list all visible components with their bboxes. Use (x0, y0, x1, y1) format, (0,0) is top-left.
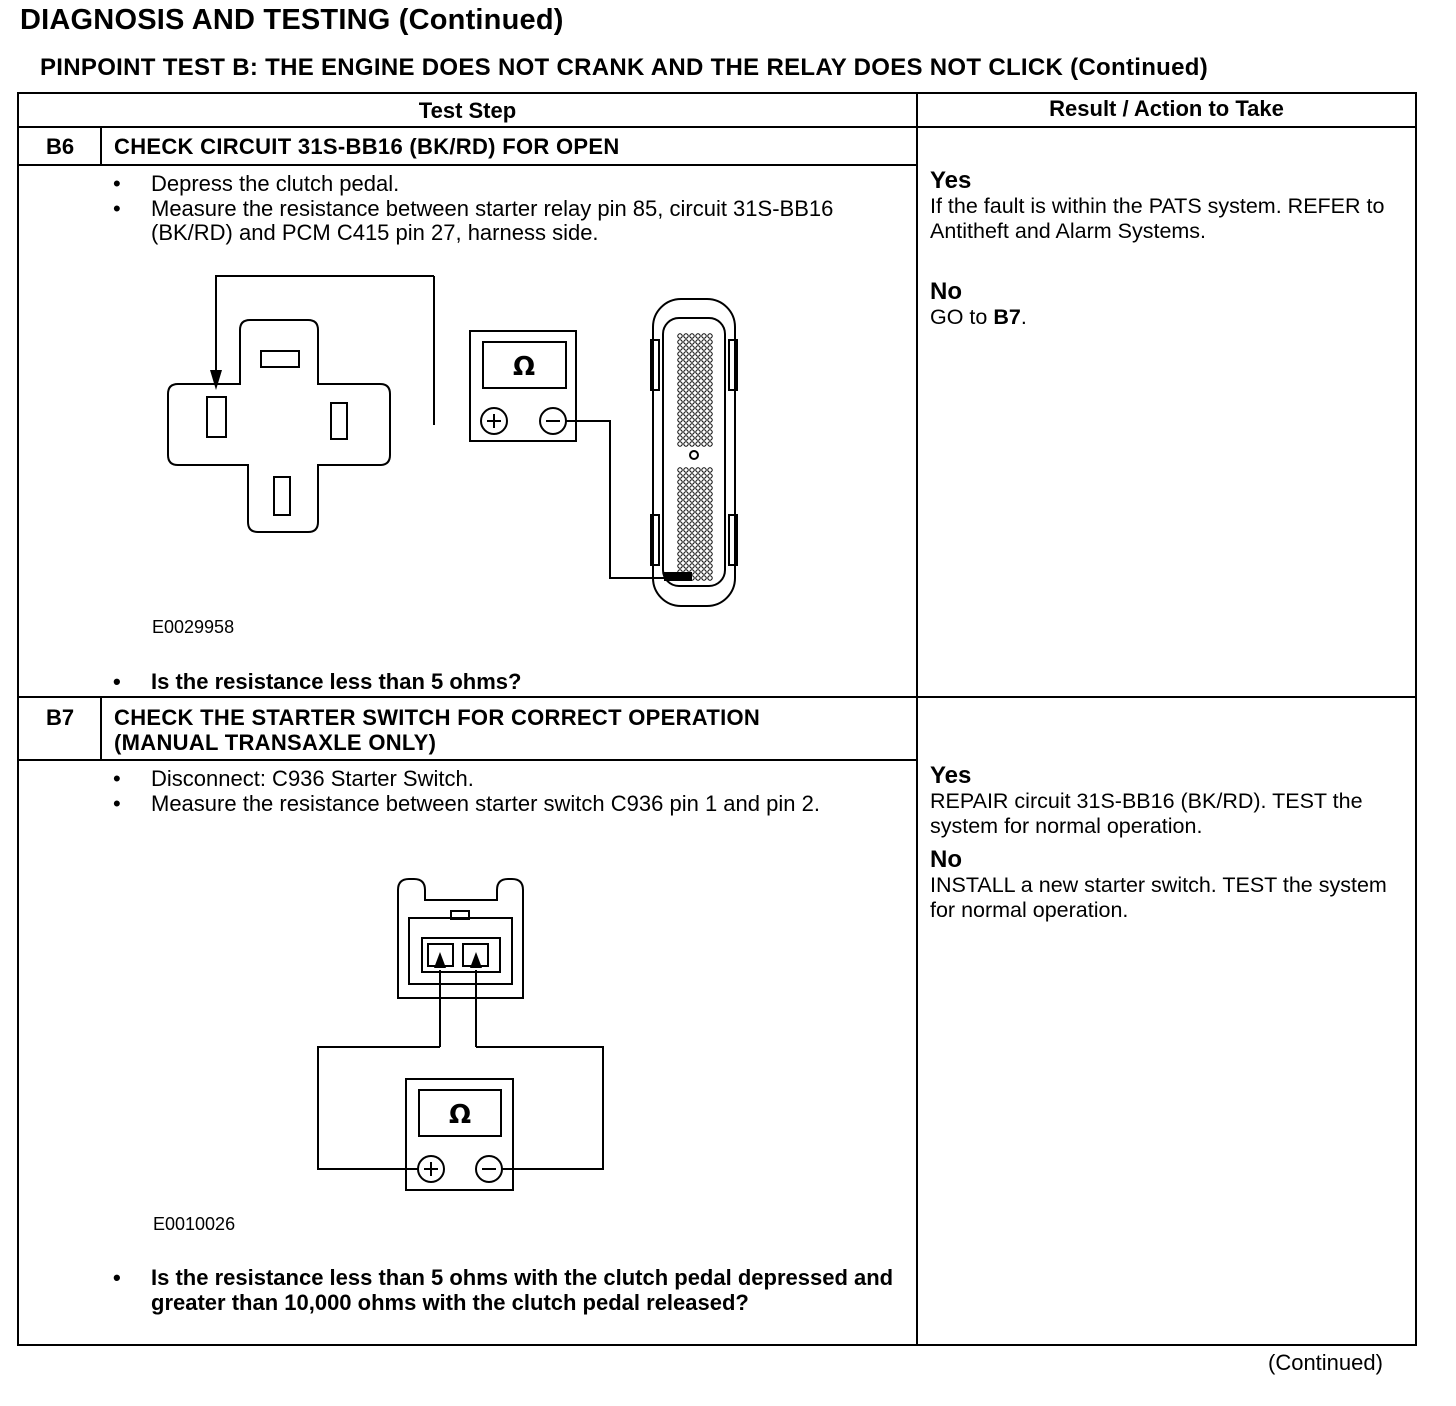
list-item: •Measure the resistance between starter … (113, 195, 834, 245)
step-instructions-b7: •Disconnect: C936 Starter Switch. •Measu… (113, 766, 903, 816)
probe-arrow-icon (210, 370, 222, 390)
bullet-dot: • (113, 669, 121, 694)
figure-id-b6: E0029958 (152, 617, 235, 637)
step-id-b6: B6 (45, 134, 75, 159)
ohm-symbol: Ω (513, 352, 535, 382)
bullet-dot: • (113, 766, 121, 791)
step-link-b7[interactable]: B7 (993, 305, 1021, 329)
starter-switch-diagram: Ω (317, 878, 604, 1191)
step-id-b7: B7 (45, 705, 75, 730)
bullet-dot: • (113, 790, 121, 816)
ohmmeter (469, 330, 670, 579)
ohmmeter (405, 1078, 514, 1191)
step-question-b7: •Is the resistance less than 5 ohms with… (113, 1265, 894, 1315)
result-no-label: No (930, 846, 962, 873)
probe-arrow-icon (434, 952, 446, 968)
list-item: •Disconnect: C936 Starter Switch. (113, 766, 474, 791)
pinpoint-test-title: PINPOINT TEST B: THE ENGINE DOES NOT CRA… (40, 54, 1209, 81)
result-yes-label: Yes (930, 762, 972, 789)
list-item: •Measure the resistance between starter … (113, 790, 820, 816)
column-header-test-step: Test Step (418, 98, 517, 123)
relay-pcm-diagram: Ω (167, 275, 738, 607)
list-item: •Depress the clutch pedal. (113, 171, 400, 196)
bullet-dot: • (113, 171, 121, 196)
step-title-b7: CHECK THE STARTER SWITCH FOR CORRECT OPE… (114, 705, 761, 755)
relay-outline (167, 319, 391, 533)
test-lead-relay (215, 275, 434, 384)
result-yes-text: REPAIR circuit 31S-BB16 (BK/RD). TEST th… (930, 789, 1363, 838)
figure-id-b7: E0010026 (153, 1214, 236, 1234)
starter-switch-c936 (397, 878, 524, 999)
ohm-symbol: Ω (449, 1100, 471, 1130)
result-b6: Yes If the fault is within the PATS syst… (930, 168, 1405, 330)
test-lead-right (476, 1046, 604, 1170)
column-header-result: Result / Action to Take (1049, 96, 1284, 121)
pcm-pin-27 (664, 572, 692, 581)
pcm-pin-grid (677, 333, 713, 581)
step-question-b6: •Is the resistance less than 5 ohms? (113, 669, 522, 694)
result-no-text: INSTALL a new starter switch. TEST the s… (930, 873, 1387, 922)
page-title: DIAGNOSIS AND TESTING (Continued) (20, 4, 564, 36)
step-title-b6: CHECK CIRCUIT 31S-BB16 (BK/RD) FOR OPEN (114, 134, 620, 159)
result-no-text: GO to B7. (930, 305, 1027, 329)
result-yes-label: Yes (930, 167, 972, 194)
result-yes-text: If the fault is within the PATS system. … (930, 194, 1385, 243)
relay-pin-85 (206, 396, 227, 438)
continued-label: (Continued) (1268, 1350, 1383, 1375)
bullet-dot: • (113, 1265, 121, 1290)
probe-arrow-icon (470, 952, 482, 968)
step-instructions-b6: •Depress the clutch pedal. •Measure the … (113, 171, 903, 246)
result-b7: Yes REPAIR circuit 31S-BB16 (BK/RD). TES… (930, 763, 1405, 923)
result-no-label: No (930, 278, 962, 305)
test-lead-left (317, 1046, 440, 1170)
pcm-connector-c415 (650, 298, 738, 607)
test-lead-pcm (566, 420, 670, 579)
bullet-dot: • (113, 195, 121, 221)
